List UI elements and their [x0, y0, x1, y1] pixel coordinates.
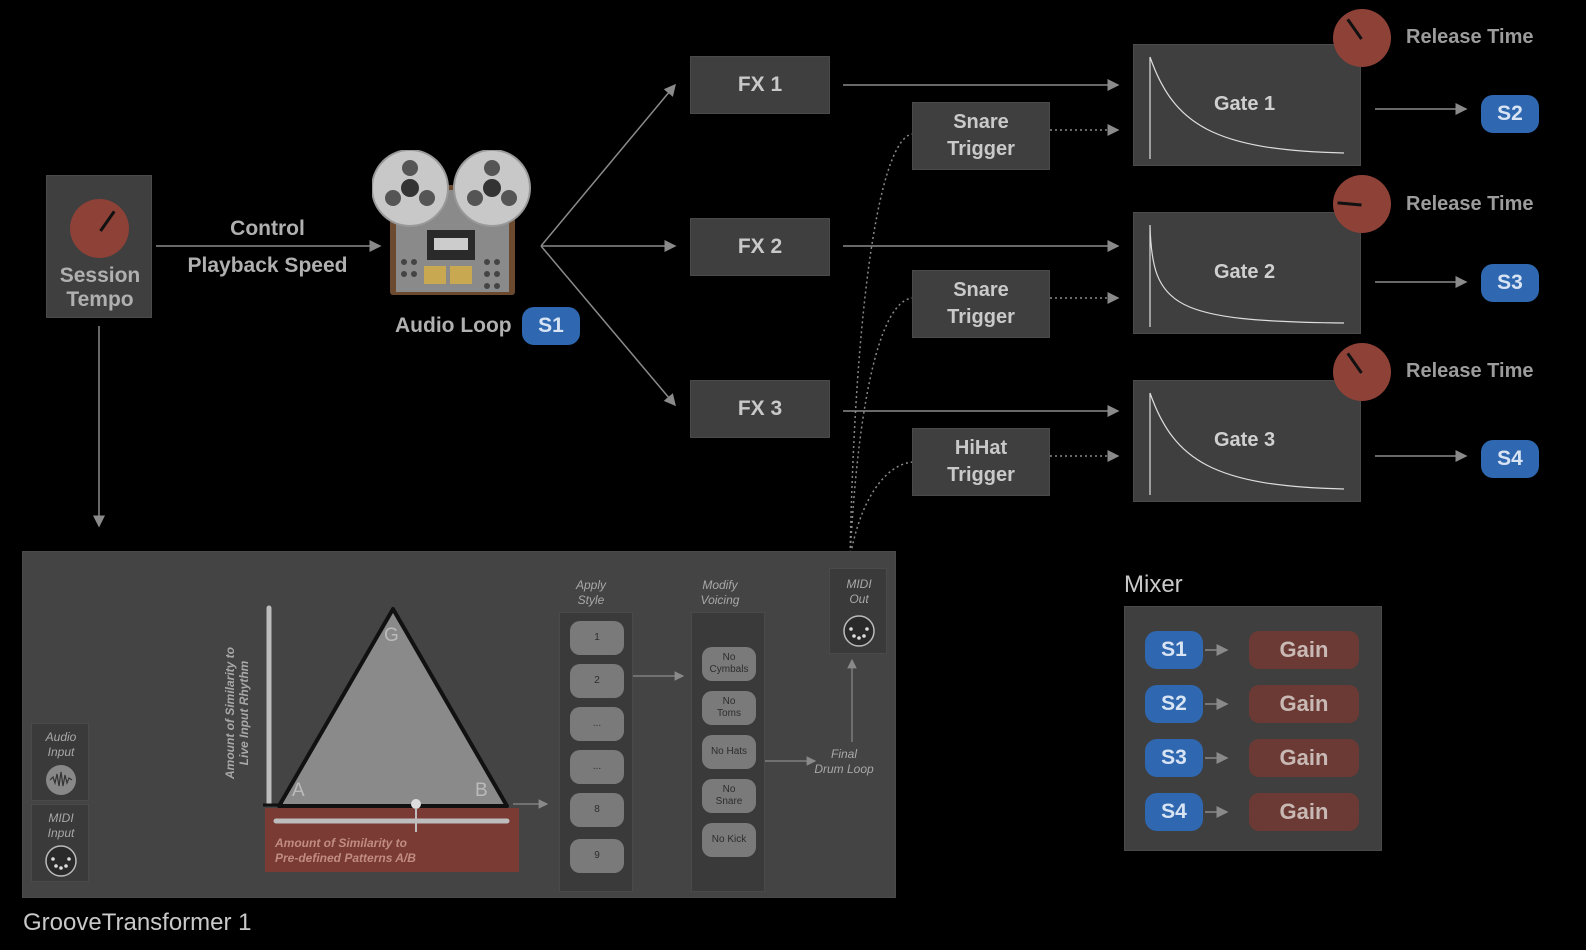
style-1-button[interactable]: 1 [570, 621, 624, 655]
fx-2-box[interactable]: FX 2 [690, 218, 830, 276]
groove-transformer-panel: Audio Input MIDI Input Amount of Similar… [22, 551, 896, 898]
mixer-gain-s4[interactable]: Gain [1249, 793, 1359, 831]
no-cymbals-button[interactable]: No Cymbals [702, 647, 756, 681]
no-kick-button[interactable]: No Kick [702, 823, 756, 857]
vertex-g-label: G [384, 625, 399, 646]
midi-out-box[interactable]: MIDI Out [829, 568, 887, 654]
no-hats-button[interactable]: No Hats [702, 735, 756, 769]
release-time-knob-2[interactable] [1333, 175, 1391, 233]
gate-2-box[interactable]: Gate 2 [1133, 212, 1361, 334]
style-9-button[interactable]: 9 [570, 839, 624, 873]
mixer-gain-s2[interactable]: Gain [1249, 685, 1359, 723]
mixer-send-s2[interactable]: S2 [1145, 685, 1203, 723]
audio-loop-label: Audio Loop [395, 314, 512, 337]
vertex-b-label: B [475, 780, 488, 801]
snare-trigger-2-box[interactable]: Snare Trigger [912, 270, 1050, 338]
gate-3-label: Gate 3 [1214, 429, 1276, 451]
modify-voicing-label: Modify Voicing [700, 578, 740, 607]
vertex-a-label: A [292, 780, 305, 801]
midi-input-label: MIDI Input [47, 811, 75, 840]
reel-to-reel-tape-icon [372, 150, 531, 295]
release-time-label-3: Release Time [1406, 360, 1534, 382]
gate-3-box[interactable]: Gate 3 [1133, 380, 1361, 502]
release-time-knob-3[interactable] [1333, 343, 1391, 401]
output-s3-badge[interactable]: S3 [1481, 264, 1539, 302]
no-snare-button[interactable]: No Snare [702, 779, 756, 813]
gate-3-envelope-graph [1149, 392, 1345, 495]
audio-loop-send-badge[interactable]: S1 [522, 307, 580, 345]
gate-1-label: Gate 1 [1214, 93, 1276, 115]
mixer-panel: S1 Gain S2 Gain S3 Gain S4 Gain [1124, 606, 1382, 851]
playback-speed-label: Playback Speed [187, 254, 348, 277]
groove-internal-arrows [263, 605, 857, 872]
midi-out-label: MIDI Out [846, 577, 872, 606]
waveform-icon [46, 765, 76, 795]
gate-2-envelope-graph [1149, 224, 1345, 327]
gate-1-envelope-graph [1149, 56, 1345, 159]
hihat-trigger-box[interactable]: HiHat Trigger [912, 428, 1050, 496]
release-time-label-2: Release Time [1406, 193, 1534, 215]
fx-3-box[interactable]: FX 3 [690, 380, 830, 438]
snare-trigger-1-box[interactable]: Snare Trigger [912, 102, 1050, 170]
release-time-label-1: Release Time [1406, 26, 1534, 48]
final-drum-loop-label: Final Drum Loop [814, 747, 874, 776]
gate-2-label: Gate 2 [1214, 261, 1276, 283]
gate-1-box[interactable]: Gate 1 [1133, 44, 1361, 166]
mixer-send-s3[interactable]: S3 [1145, 739, 1203, 777]
output-s4-badge[interactable]: S4 [1481, 440, 1539, 478]
session-tempo-knob[interactable] [70, 199, 129, 258]
session-tempo-label: Session Tempo [59, 264, 141, 311]
mixer-arrows [1205, 644, 1229, 818]
style-3-button[interactable]: ... [570, 707, 624, 741]
fx-1-box[interactable]: FX 1 [690, 56, 830, 114]
mixer-gain-s1[interactable]: Gain [1249, 631, 1359, 669]
vertical-axis-label: Amount of Similarity to Live Input Rhyth… [223, 647, 251, 779]
output-s2-badge[interactable]: S2 [1481, 95, 1539, 133]
midi-input-port-icon [45, 845, 77, 877]
mixer-send-s1[interactable]: S1 [1145, 631, 1203, 669]
style-4-button[interactable]: ... [570, 750, 624, 784]
midi-out-port-icon [843, 615, 875, 647]
modify-voicing-column: No Cymbals No Toms No Hats No Snare No K… [691, 612, 765, 892]
groove-transformer-title: GrooveTransformer 1 [23, 909, 252, 936]
midi-input-box[interactable]: MIDI Input [31, 804, 89, 882]
mixer-send-s4[interactable]: S4 [1145, 793, 1203, 831]
apply-style-column: 1 2 ... ... 8 9 [559, 612, 633, 892]
release-time-knob-1[interactable] [1333, 9, 1391, 67]
style-8-button[interactable]: 8 [570, 793, 624, 827]
audio-input-label: Audio Input [45, 730, 77, 759]
control-label: Control [230, 217, 305, 240]
apply-style-label: Apply Style [575, 578, 607, 607]
mixer-title: Mixer [1124, 571, 1183, 598]
no-toms-button[interactable]: No Toms [702, 691, 756, 725]
mixer-gain-s3[interactable]: Gain [1249, 739, 1359, 777]
style-2-button[interactable]: 2 [570, 664, 624, 698]
session-tempo-panel: Session Tempo [46, 175, 152, 318]
horizontal-axis-label: Amount of Similarity to Pre-defined Patt… [275, 836, 416, 865]
audio-input-box[interactable]: Audio Input [31, 723, 89, 801]
